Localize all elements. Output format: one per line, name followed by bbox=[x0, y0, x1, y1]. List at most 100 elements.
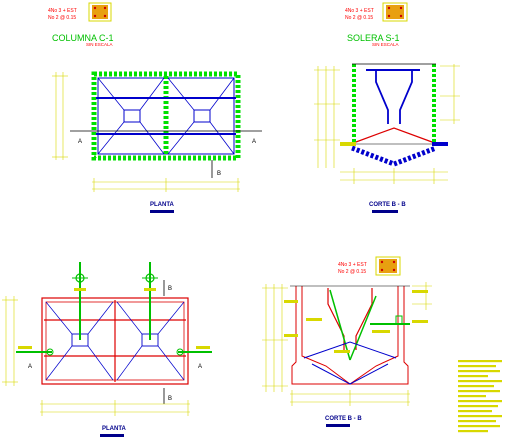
columna-title: COLUMNA C-1 bbox=[52, 33, 114, 43]
section-fill bbox=[379, 259, 397, 273]
rebar-dot bbox=[380, 268, 384, 272]
section-pipe bbox=[329, 289, 351, 361]
valve-icon bbox=[176, 348, 184, 356]
hopper-line bbox=[157, 345, 185, 381]
callout-tag bbox=[334, 350, 350, 353]
notes-line bbox=[458, 400, 502, 403]
notes-line bbox=[458, 405, 498, 408]
hopper-line bbox=[116, 301, 143, 335]
columna-rebar-dot bbox=[93, 14, 97, 18]
callout-tag bbox=[284, 300, 298, 303]
solera-section-fill bbox=[386, 5, 404, 19]
plan-top-left: A A B PLANTA bbox=[52, 71, 262, 213]
callout-tag bbox=[372, 330, 390, 333]
notes-line bbox=[458, 430, 488, 433]
rebar-dot bbox=[392, 260, 396, 264]
plan-label: PLANTA bbox=[102, 426, 127, 432]
notes-line bbox=[458, 415, 502, 418]
notes-line bbox=[458, 420, 496, 423]
section-a-left-label: A bbox=[28, 364, 32, 370]
plan-label-underline bbox=[150, 210, 174, 213]
section-baffle bbox=[355, 288, 373, 350]
columna-rebar-note-2: No 2 @ 0.15 bbox=[48, 15, 76, 21]
section-b-bottom-label: B bbox=[168, 396, 172, 402]
solera-rebar-dot bbox=[399, 6, 403, 10]
notes-line bbox=[458, 410, 492, 413]
callout-tag bbox=[306, 318, 322, 321]
hopper-line bbox=[139, 121, 165, 155]
section-rebar-note-1: 4No 3 + EST bbox=[338, 262, 367, 268]
section-rebar-note-2: No 2 @ 0.15 bbox=[338, 269, 366, 275]
columna-rebar-dot bbox=[103, 14, 107, 18]
section-baffle bbox=[399, 70, 413, 124]
solera-rebar-dot bbox=[387, 6, 391, 10]
hopper-line bbox=[87, 301, 114, 335]
rebar-dot bbox=[380, 260, 384, 264]
hopper-line bbox=[209, 77, 235, 111]
solera-subtitle: SIN ESCALA bbox=[372, 42, 399, 47]
columna-detail: 4No 3 + EST No 2 @ 0.15 COLUMNA C-1 SIN … bbox=[48, 2, 262, 213]
pipe-label-tag bbox=[144, 288, 156, 291]
notes-line bbox=[458, 390, 500, 393]
plan-outer-wall bbox=[91, 71, 241, 161]
notes-line bbox=[458, 380, 502, 383]
pipe-label-tag bbox=[18, 346, 32, 349]
section-a-right-label: A bbox=[198, 364, 202, 370]
hopper-outlet bbox=[193, 109, 211, 123]
hopper-line bbox=[139, 77, 165, 111]
notes-legend bbox=[458, 360, 502, 433]
notes-line bbox=[458, 385, 494, 388]
notes-line bbox=[458, 365, 496, 368]
pipe-label-tag bbox=[196, 346, 210, 349]
hopper-line bbox=[97, 77, 125, 111]
plan-label-underline bbox=[100, 434, 124, 437]
section-b-label: B bbox=[217, 171, 221, 177]
plan-outer-wall bbox=[41, 297, 189, 385]
notes-line bbox=[458, 395, 486, 398]
foundation-block bbox=[340, 142, 356, 146]
callout-tag bbox=[412, 290, 428, 293]
foundation-block bbox=[432, 142, 448, 146]
section-bottom-right: 4No 3 + EST No 2 @ 0.15 bbox=[262, 256, 432, 427]
pipe-label-tag bbox=[74, 288, 86, 291]
notes-line bbox=[458, 375, 488, 378]
columna-rebar-note-1: 4No 3 + EST bbox=[48, 8, 77, 14]
notes-line bbox=[458, 360, 502, 363]
rebar-dot bbox=[392, 268, 396, 272]
solera-rebar-dot bbox=[387, 14, 391, 18]
hopper-line bbox=[157, 301, 185, 335]
columna-rebar-dot bbox=[103, 6, 107, 10]
solera-rebar-dot bbox=[399, 14, 403, 18]
solera-rebar-note-1: 4No 3 + EST bbox=[345, 8, 374, 14]
section-pipe bbox=[349, 295, 377, 361]
solera-title: SOLERA S-1 bbox=[347, 33, 400, 43]
section-baffle bbox=[327, 288, 345, 350]
callout-tag bbox=[284, 334, 298, 337]
notes-line bbox=[458, 425, 500, 428]
plan-label: PLANTA bbox=[150, 202, 175, 208]
hopper-line bbox=[87, 345, 114, 381]
solera-rebar-note-2: No 2 @ 0.15 bbox=[345, 15, 373, 21]
section-b-top-label: B bbox=[168, 286, 172, 292]
notes-line bbox=[458, 370, 500, 373]
section-label: CORTE B - B bbox=[325, 416, 362, 422]
hopper-line bbox=[45, 301, 73, 335]
hopper-line bbox=[116, 345, 143, 381]
hopper-floor bbox=[311, 363, 389, 385]
section-label-underline bbox=[326, 424, 350, 427]
columna-rebar-dot bbox=[93, 6, 97, 10]
columna-subtitle: SIN ESCALA bbox=[86, 42, 113, 47]
hopper-roof bbox=[355, 127, 433, 143]
hopper-line bbox=[45, 345, 73, 381]
section-label-underline bbox=[372, 210, 398, 213]
hopper-outlet bbox=[123, 109, 141, 123]
hopper-line bbox=[167, 121, 195, 155]
section-baffle bbox=[375, 70, 389, 124]
section-a-right-label: A bbox=[252, 139, 256, 145]
hopper-line bbox=[209, 121, 235, 155]
hopper-line bbox=[97, 121, 125, 155]
hopper-roof bbox=[303, 341, 397, 359]
section-label: CORTE B - B bbox=[369, 202, 406, 208]
